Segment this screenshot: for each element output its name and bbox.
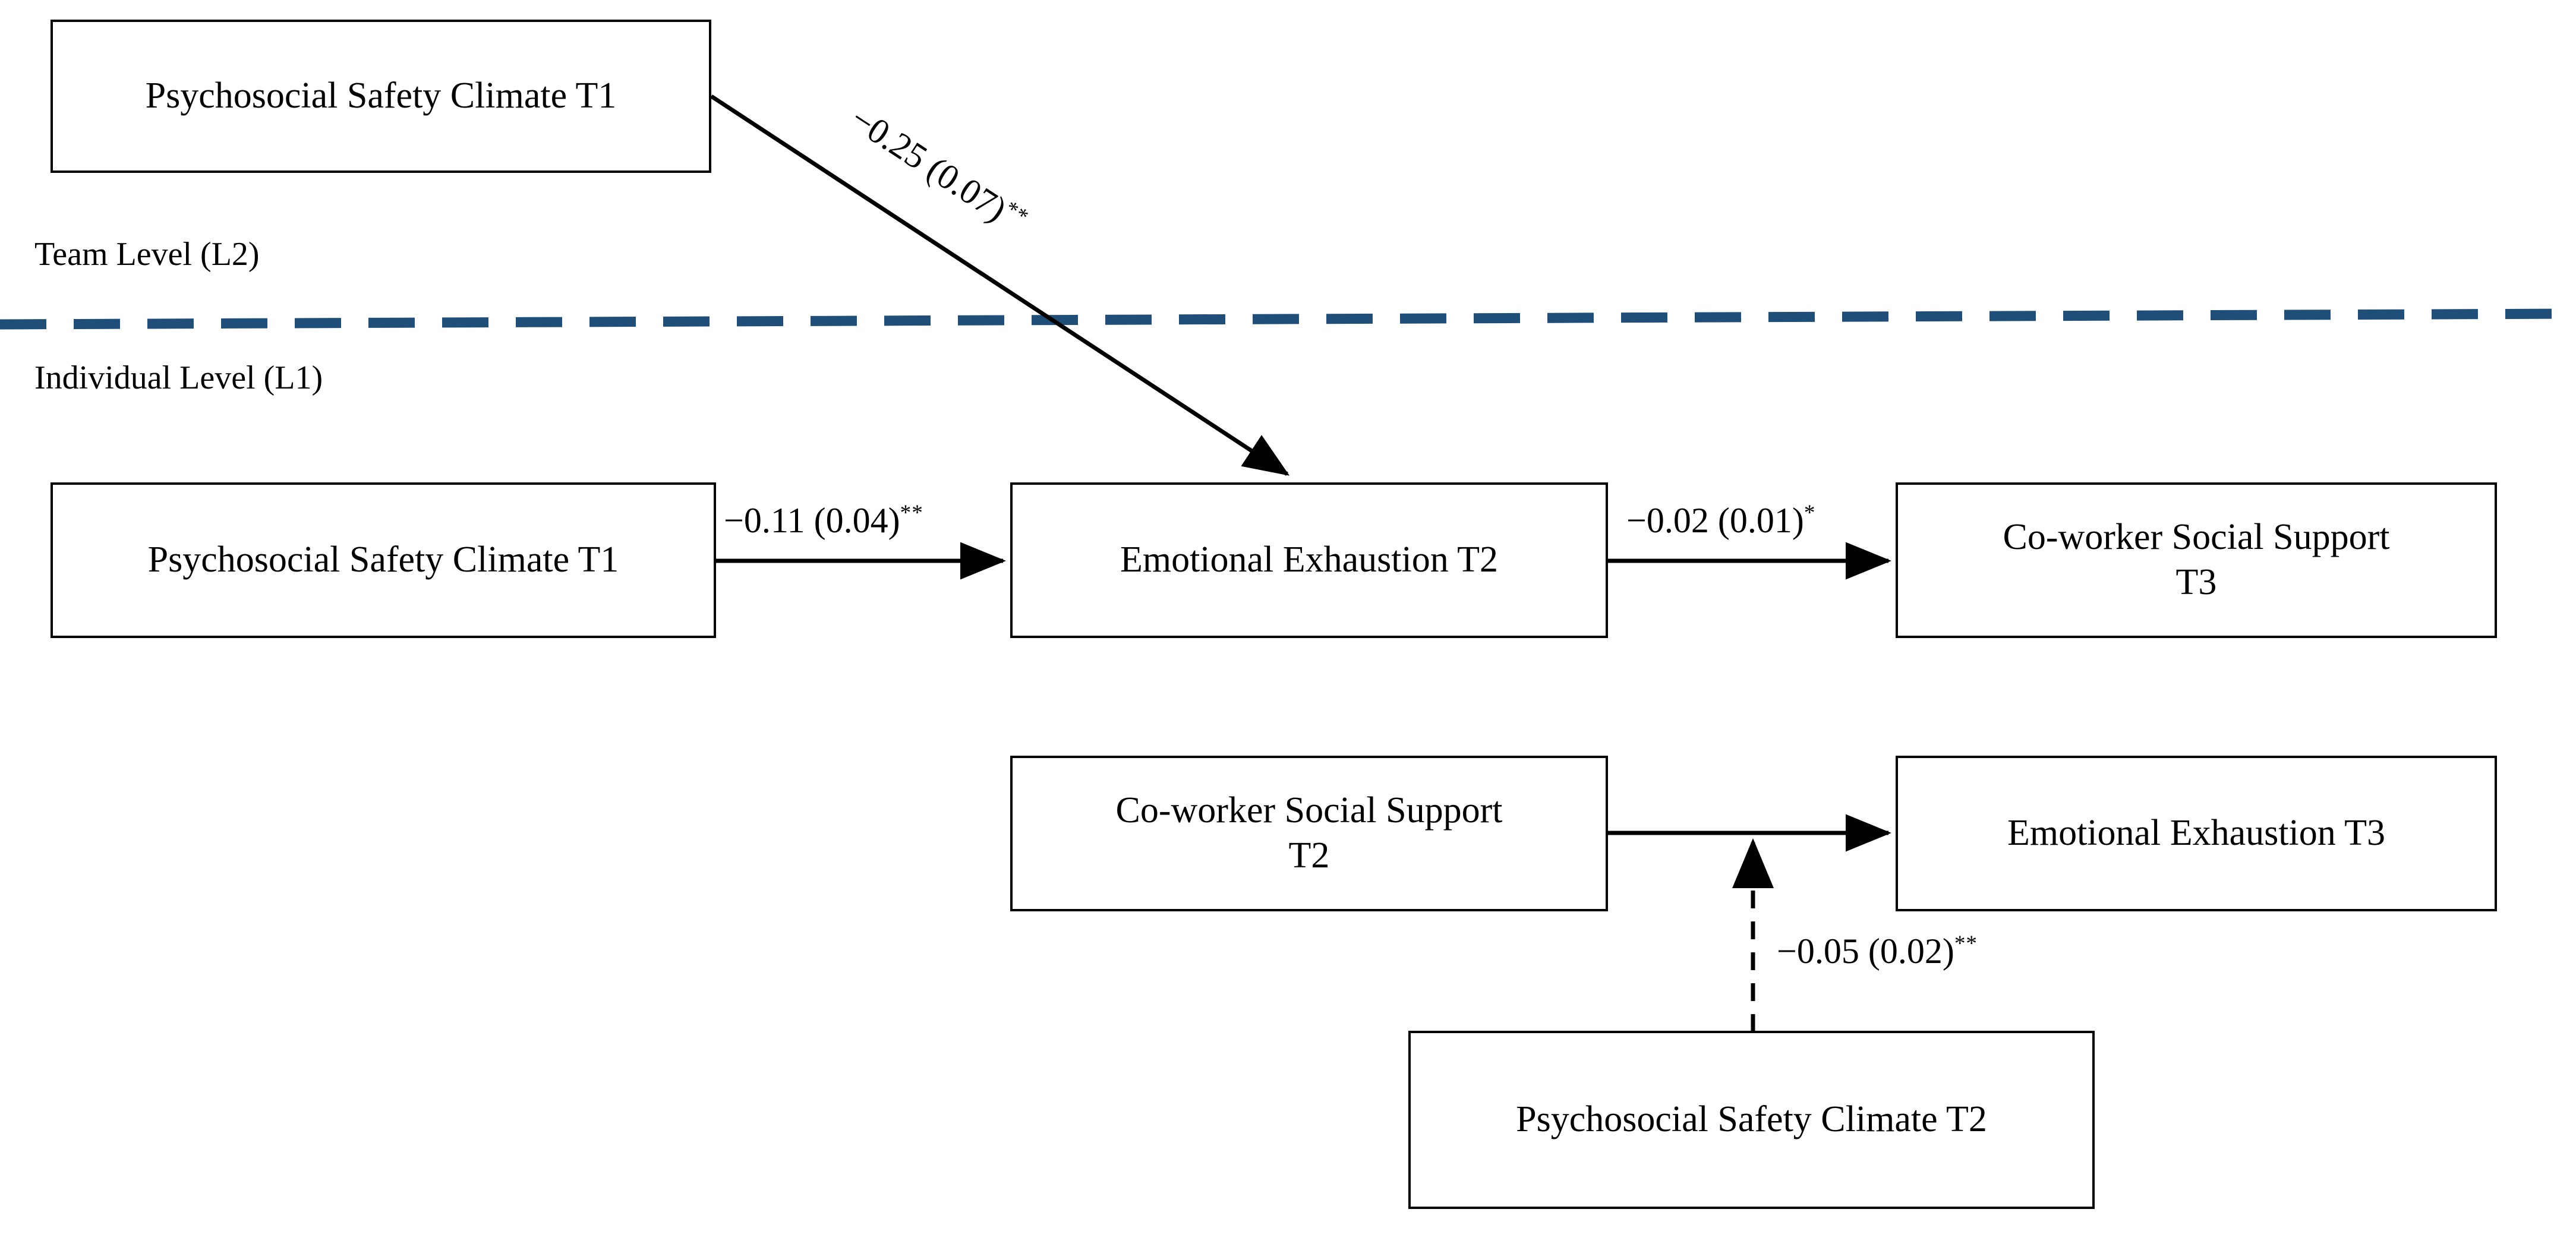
node-box-emotional-exhaustion-t3[interactable]: Emotional Exhaustion T3 bbox=[1896, 756, 2497, 911]
level-divider-dashed-line bbox=[0, 308, 2576, 330]
path-stars-ee-t2-css-t3: * bbox=[1803, 501, 1816, 525]
spacer-2 bbox=[805, 501, 814, 540]
node-box-psc-t1-individual[interactable]: Psychosocial Safety Climate T1 bbox=[51, 482, 716, 638]
node-box-coworker-social-support-t2[interactable]: Co-worker Social Support T2 bbox=[1010, 756, 1608, 911]
path-se-psc-t1-indiv: (0.04) bbox=[814, 501, 900, 540]
path-se-psc-t2-mod: (0.02) bbox=[1868, 932, 1954, 971]
path-label-ee-t2-to-css-t3: −0.02 (0.01)* bbox=[1626, 502, 1815, 538]
node-box-emotional-exhaustion-t2[interactable]: Emotional Exhaustion T2 bbox=[1010, 482, 1608, 638]
path-label-psc-t2-moderation: −0.05 (0.02)** bbox=[1777, 933, 1978, 969]
path-se-ee-t2-css-t3: (0.01) bbox=[1717, 501, 1804, 540]
level-label-team: Team Level (L2) bbox=[34, 236, 260, 273]
node-box-coworker-social-support-t3[interactable]: Co-worker Social Support T3 bbox=[1896, 482, 2497, 638]
path-stars-psc-t1-indiv: ** bbox=[900, 501, 923, 525]
path-label-psc-t1-indiv-to-ee-t2: −0.11 (0.04)** bbox=[724, 502, 923, 538]
spacer-3 bbox=[1709, 501, 1718, 540]
spacer-4 bbox=[1859, 932, 1868, 971]
level-label-individual: Individual Level (L1) bbox=[34, 359, 323, 396]
path-estimate-ee-t2-css-t3: −0.02 bbox=[1626, 501, 1709, 540]
node-box-psc-t1-team[interactable]: Psychosocial Safety Climate T1 bbox=[51, 20, 711, 173]
path-estimate-psc-t1-indiv: −0.11 bbox=[724, 501, 805, 540]
path-estimate-psc-t2-mod: −0.05 bbox=[1777, 932, 1859, 971]
path-stars-psc-t2-mod: ** bbox=[1954, 932, 1978, 956]
path-line-psc-t1-team-to-ee-t2 bbox=[710, 94, 1290, 476]
node-box-psc-t2[interactable]: Psychosocial Safety Climate T2 bbox=[1408, 1031, 2095, 1209]
